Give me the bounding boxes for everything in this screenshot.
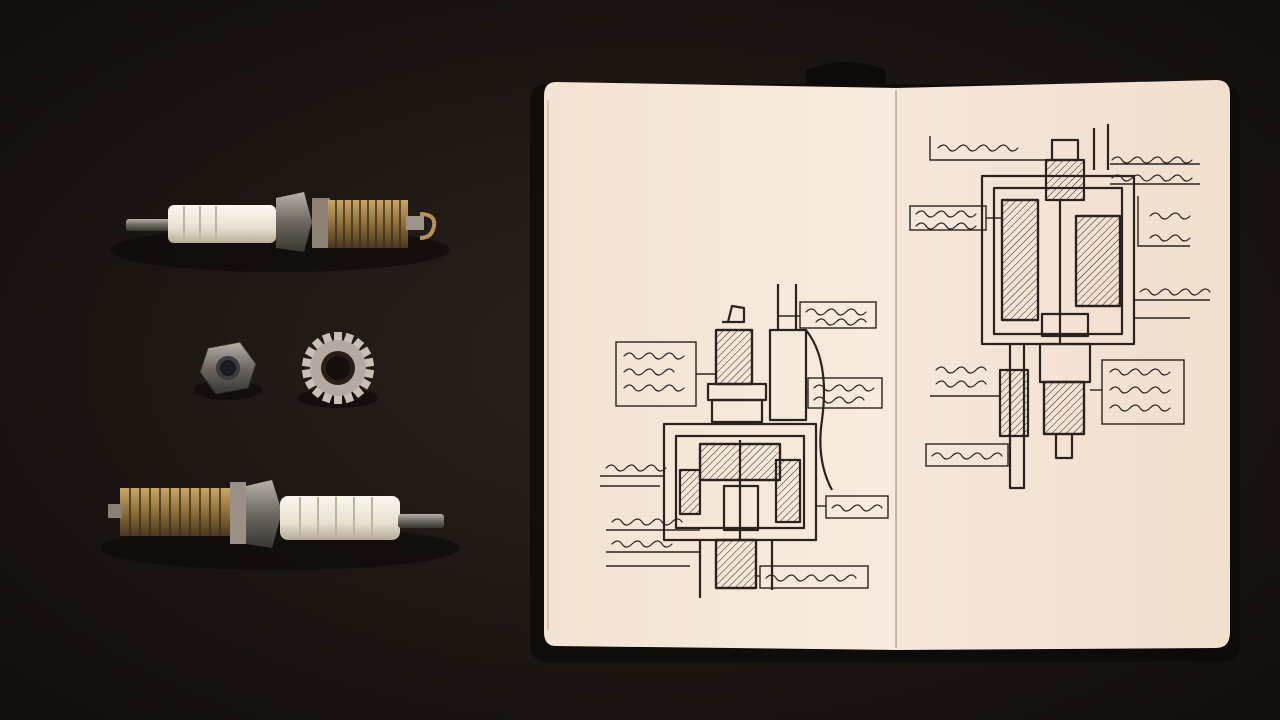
hex-nut (194, 341, 262, 400)
right-page-annotations (909, 136, 1210, 467)
left-page-annotations (600, 301, 889, 589)
right-page-handwriting (915, 144, 1211, 460)
spark-plug-bottom (100, 480, 460, 570)
right-page (896, 80, 1230, 650)
right-page-sketch (980, 124, 1136, 490)
annotation-box (759, 565, 869, 589)
gear (298, 332, 378, 408)
annotation-box (825, 495, 889, 519)
open-notebook (530, 62, 1240, 662)
annotation-box (1101, 359, 1185, 425)
left-page-handwriting (605, 308, 883, 582)
annotation-box (799, 301, 877, 329)
spark-plug-top (110, 192, 450, 272)
annotation-box (925, 443, 1009, 467)
left-page-sketch (662, 284, 833, 598)
annotation-box (807, 377, 883, 409)
